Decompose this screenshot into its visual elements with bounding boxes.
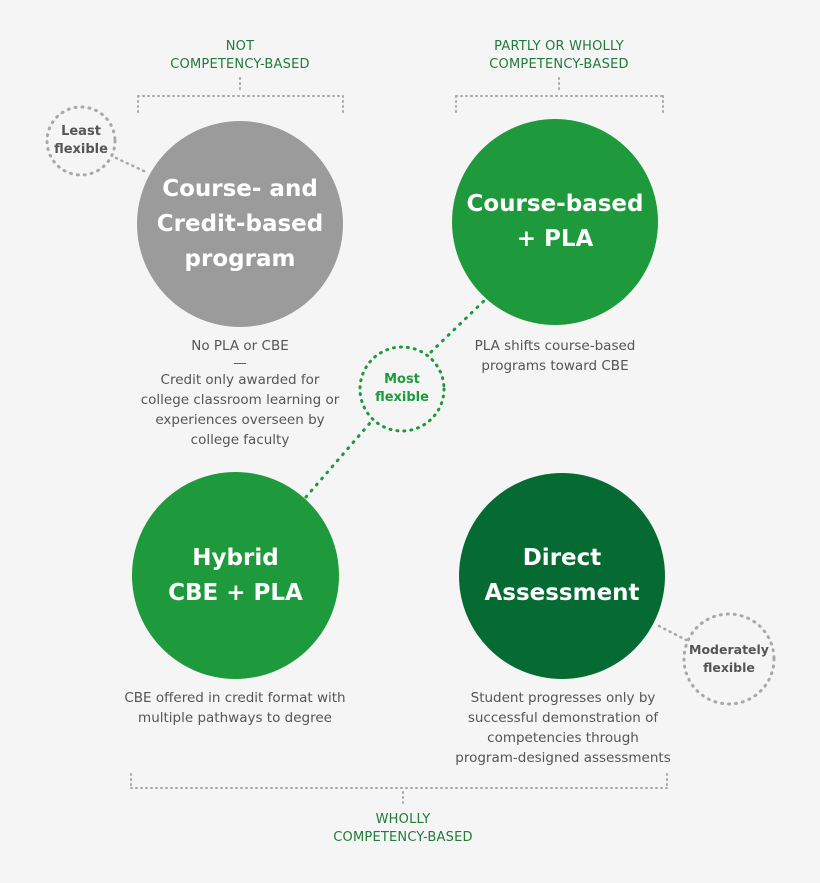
least-connector	[114, 156, 148, 174]
circle-hybrid: Hybrid CBE + PLA	[132, 472, 339, 679]
label-wholly-cbe: WHOLLY COMPETENCY-BASED	[333, 812, 473, 845]
label-partly-cbe: PARTLY OR WHOLLY COMPETENCY-BASED	[489, 39, 629, 72]
most-ring	[358, 345, 446, 433]
desc-course-credit: No PLA or CBE — Credit only awarded for …	[140, 338, 340, 448]
badge-moderately-flexible: Moderately flexible	[689, 642, 769, 675]
most-connector-upper	[429, 294, 491, 354]
bracket-wholly-cbe	[130, 773, 668, 807]
circle-course-pla: Course-based + PLA	[452, 119, 658, 325]
moderate-connector	[657, 624, 688, 642]
moderate-ring	[682, 612, 776, 706]
badge-least-flexible: Least flexible	[54, 124, 108, 157]
circle-course-credit: Course- and Credit-based program	[137, 121, 343, 327]
most-connector-lower	[304, 421, 372, 499]
label-not-cbe: NOT COMPETENCY-BASED	[170, 39, 310, 72]
desc-hybrid: CBE offered in credit format with multip…	[124, 690, 346, 726]
badge-most-flexible: Most flexible	[375, 372, 429, 405]
least-ring	[45, 105, 117, 177]
bracket-partly-cbe	[455, 77, 664, 113]
bracket-not-cbe	[137, 77, 344, 113]
circle-direct-assessment: Direct Assessment	[459, 473, 665, 679]
desc-direct-assessment: Student progresses only by successful de…	[455, 690, 671, 766]
desc-course-pla: PLA shifts course-based programs toward …	[474, 338, 636, 374]
